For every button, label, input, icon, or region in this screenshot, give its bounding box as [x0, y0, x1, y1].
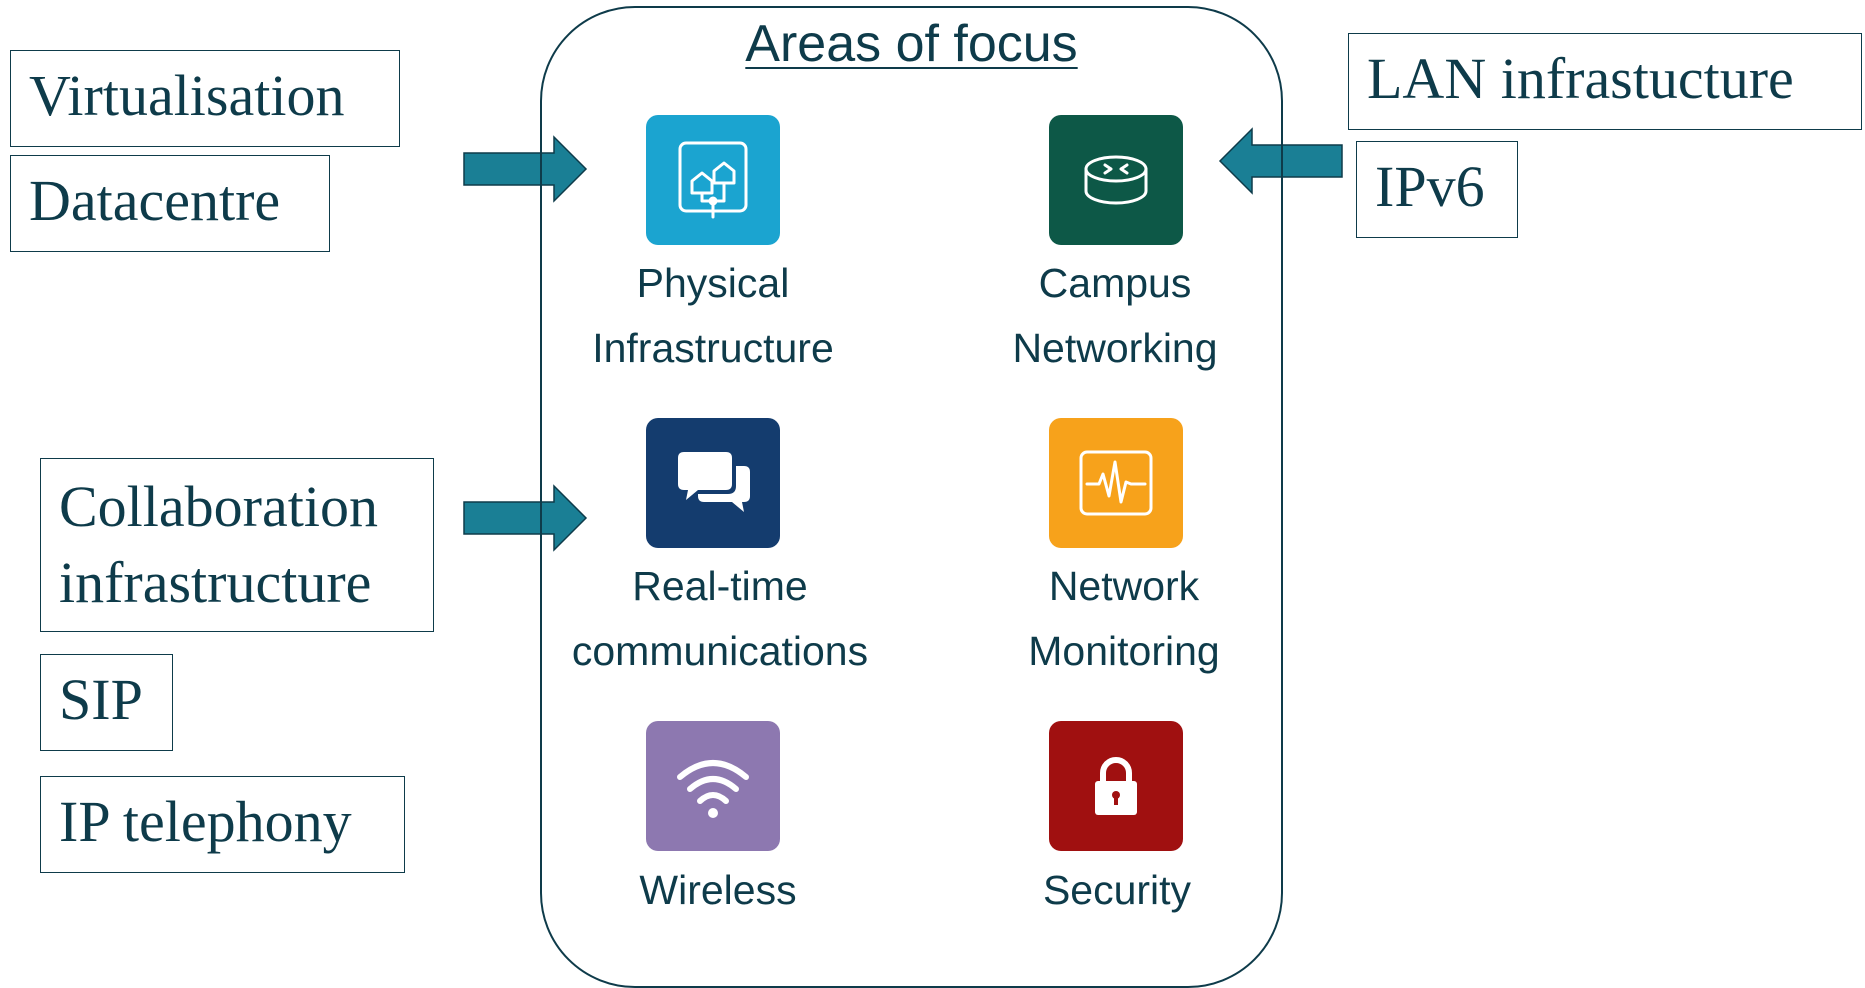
- network-topology-icon: [678, 141, 748, 219]
- pulse-monitor-icon: [1079, 450, 1153, 516]
- virtualisation-box: Virtualisation: [10, 50, 400, 147]
- datacentre-label: Datacentre: [29, 168, 281, 233]
- sip-box: SIP: [40, 654, 173, 751]
- panel-title: Areas of focus: [745, 15, 1078, 73]
- datacentre-box: Datacentre: [10, 155, 330, 252]
- collaboration-infrastructure-box: Collaboration infrastructure: [40, 458, 434, 632]
- wireless-label: Wireless: [639, 867, 797, 913]
- arrow-right-icon: [463, 484, 588, 552]
- wifi-icon: [677, 760, 749, 818]
- wireless-tile: [646, 721, 780, 851]
- ip-telephony-label: IP telephony: [59, 789, 352, 854]
- security-label: Security: [1042, 867, 1192, 913]
- chat-bubbles-icon: [678, 452, 750, 512]
- lan-infrastructure-box: LAN infrastucture: [1348, 33, 1862, 130]
- lock-icon: [1095, 757, 1137, 815]
- virtualisation-label: Virtualisation: [29, 63, 345, 128]
- campus-networking-tile: [1049, 115, 1183, 245]
- lan-infrastructure-label: LAN infrastucture: [1367, 46, 1794, 111]
- ip-telephony-box: IP telephony: [40, 776, 405, 873]
- real-time-communications-tile: [646, 418, 780, 548]
- physical-infrastructure-tile: [646, 115, 780, 245]
- network-monitoring-tile: [1049, 418, 1183, 548]
- ipv6-box: IPv6: [1356, 141, 1518, 238]
- arrow-right-icon: [463, 135, 588, 203]
- sip-label: SIP: [59, 667, 143, 732]
- collaboration-label-line2: infrastructure: [59, 550, 372, 615]
- collaboration-label-line1: Collaboration: [59, 474, 378, 539]
- ipv6-label: IPv6: [1375, 154, 1485, 219]
- security-tile: [1049, 721, 1183, 851]
- router-icon: [1084, 155, 1148, 205]
